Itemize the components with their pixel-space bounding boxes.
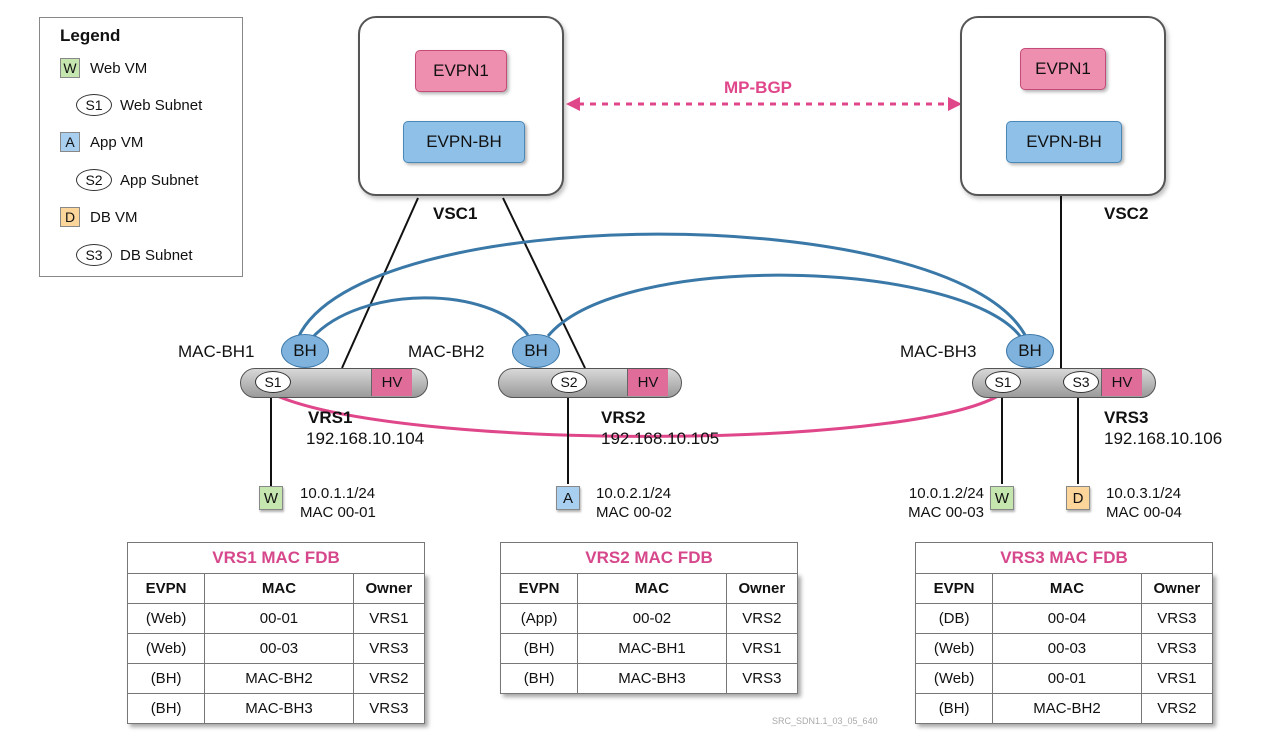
vm-web-1-ip: 10.0.1.1/24 bbox=[300, 485, 376, 502]
vrs3-bar: S1 S3 HV bbox=[972, 368, 1156, 398]
vsc1-evpn1: EVPN1 bbox=[415, 50, 507, 92]
vm-web-1: W bbox=[259, 486, 283, 510]
vrs2-fdb-title: VRS2 MAC FDB bbox=[500, 542, 798, 573]
vsc1-vrs1-link bbox=[341, 197, 419, 369]
vrs1-bh: BH bbox=[281, 334, 329, 368]
vm-app-1-mac: MAC 00-02 bbox=[596, 504, 672, 521]
vrs3-ip: 192.168.10.106 bbox=[1104, 429, 1223, 448]
vrs3-subnet-s1: S1 bbox=[985, 371, 1021, 393]
vm-app-1: A bbox=[556, 486, 580, 510]
vm-db-1-info: 10.0.3.1/24 MAC 00-04 bbox=[1106, 484, 1182, 522]
app-subnet-icon: S2 bbox=[76, 169, 112, 191]
vsc2-evpn-bh: EVPN-BH bbox=[1006, 121, 1122, 163]
mp-bgp-arrow-right bbox=[948, 97, 962, 111]
vm-web-2-info: 10.0.1.2/24 MAC 00-03 bbox=[884, 484, 984, 522]
db-vm-icon: D bbox=[60, 207, 80, 227]
table-header-row: EVPN MAC Owner bbox=[126, 573, 426, 604]
vrs3-hv: HV bbox=[1101, 369, 1142, 396]
legend-item-app-vm: A App VM bbox=[60, 132, 143, 152]
vrs3-bh: BH bbox=[1006, 334, 1054, 368]
legend: Legend W Web VM S1 Web Subnet A App VM S… bbox=[39, 17, 243, 277]
vsc1-box bbox=[358, 16, 564, 196]
app-vm-icon: A bbox=[60, 132, 80, 152]
vsc2-label: VSC2 bbox=[1104, 204, 1149, 223]
bh-tunnel-vrs1-vrs3 bbox=[296, 232, 1027, 339]
vm-db-1-mac: MAC 00-04 bbox=[1106, 504, 1182, 521]
vm-web-2-ip: 10.0.1.2/24 bbox=[908, 485, 984, 502]
web-tunnel-vrs1-vrs3 bbox=[274, 393, 999, 438]
legend-item-app-subnet: S2 App Subnet bbox=[76, 169, 198, 191]
legend-title: Legend bbox=[60, 26, 121, 45]
vm-app-1-info: 10.0.2.1/24 MAC 00-02 bbox=[596, 484, 672, 522]
vrs3-bh-mac-label: MAC-BH3 bbox=[900, 342, 977, 361]
table-header-row: EVPN MAC Owner bbox=[914, 573, 1214, 604]
table-header-row: EVPN MAC Owner bbox=[499, 573, 799, 604]
vrs1-ip: 192.168.10.104 bbox=[306, 429, 425, 448]
vrs3-label: VRS3 bbox=[1104, 408, 1149, 427]
mp-bgp-arrow-left bbox=[566, 97, 580, 111]
vm-web-1-info: 10.0.1.1/24 MAC 00-01 bbox=[300, 484, 376, 522]
vm-db-1-ip: 10.0.3.1/24 bbox=[1106, 485, 1182, 502]
vrs1-label: VRS1 bbox=[308, 408, 353, 427]
vm-web-1-mac: MAC 00-01 bbox=[300, 504, 376, 521]
vm-web-2: W bbox=[990, 486, 1014, 510]
legend-item-web-vm: W Web VM bbox=[60, 58, 147, 78]
vm-app-1-ip: 10.0.2.1/24 bbox=[596, 485, 672, 502]
vm-web-2-mac: MAC 00-03 bbox=[908, 504, 984, 521]
vrs2-bh: BH bbox=[512, 334, 560, 368]
vrs3-subnet-s3: S3 bbox=[1063, 371, 1099, 393]
vrs1-hv: HV bbox=[371, 369, 412, 396]
vrs2-subnet-s2: S2 bbox=[551, 371, 587, 393]
vrs3-fdb-title: VRS3 MAC FDB bbox=[915, 542, 1213, 573]
figure-reference: SRC_SDN1.1_03_05_640 bbox=[772, 716, 878, 726]
legend-item-web-subnet: S1 Web Subnet bbox=[76, 94, 202, 116]
vsc1-evpn-bh: EVPN-BH bbox=[403, 121, 525, 163]
vrs2-label: VRS2 bbox=[601, 408, 646, 427]
vsc1-label: VSC1 bbox=[433, 204, 478, 223]
mp-bgp-label: MP-BGP bbox=[724, 78, 792, 97]
web-subnet-icon: S1 bbox=[76, 94, 112, 116]
vrs2-ip: 192.168.10.105 bbox=[601, 429, 720, 448]
vsc2-evpn1: EVPN1 bbox=[1020, 48, 1106, 90]
bh-tunnel-vrs1-vrs2 bbox=[310, 296, 530, 340]
vm-db-1: D bbox=[1066, 486, 1090, 510]
vrs1-bar: S1 HV bbox=[240, 368, 428, 398]
vsc2-box bbox=[960, 16, 1166, 196]
vsc1-vrs2-link bbox=[502, 197, 586, 369]
vrs2-hv: HV bbox=[627, 369, 668, 396]
legend-item-db-vm: D DB VM bbox=[60, 207, 138, 227]
vrs1-bh-mac-label: MAC-BH1 bbox=[178, 342, 255, 361]
legend-item-db-subnet: S3 DB Subnet bbox=[76, 244, 193, 266]
vrs2-bar: S2 HV bbox=[498, 368, 682, 398]
vrs1-subnet-s1: S1 bbox=[255, 371, 291, 393]
web-vm-icon: W bbox=[60, 58, 80, 78]
vrs2-bh-mac-label: MAC-BH2 bbox=[408, 342, 485, 361]
vrs1-fdb-title: VRS1 MAC FDB bbox=[127, 542, 425, 573]
bh-tunnel-vrs2-vrs3 bbox=[546, 273, 1022, 337]
db-subnet-icon: S3 bbox=[76, 244, 112, 266]
